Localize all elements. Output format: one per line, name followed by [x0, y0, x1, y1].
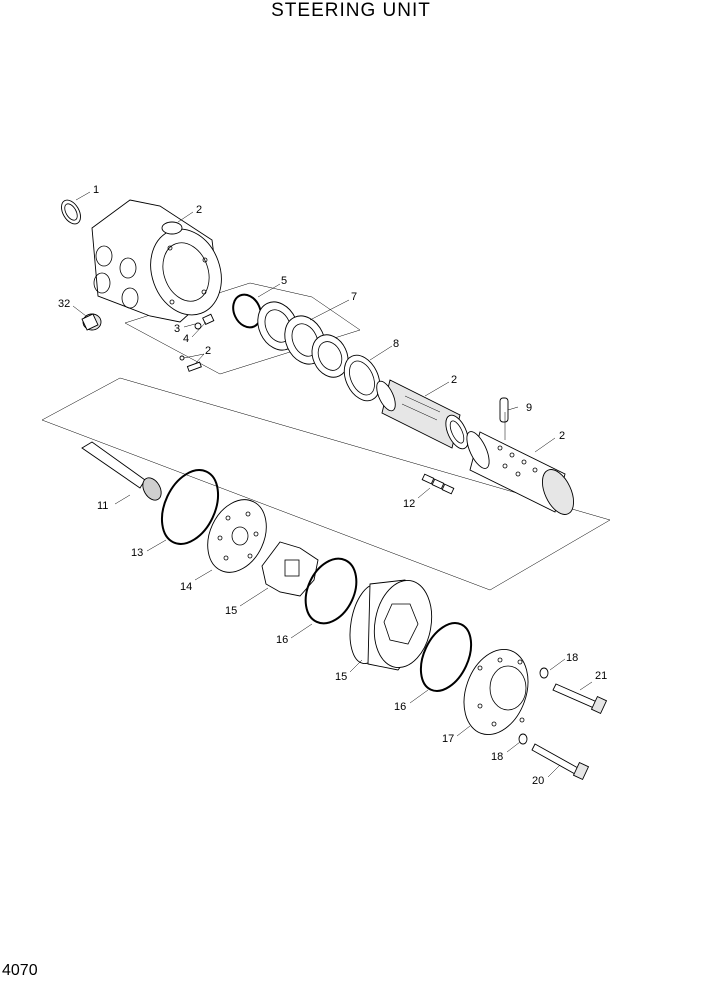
page-title: STEERING UNIT	[271, 0, 431, 21]
subassembly-frame-lower	[41, 377, 611, 591]
part-20-bolt	[531, 743, 590, 781]
part-32-plug	[81, 313, 102, 331]
callout-21: 21	[595, 670, 607, 682]
part-13-o-ring	[160, 469, 220, 545]
part-12-springs	[421, 473, 455, 495]
callout-5: 5	[281, 275, 287, 287]
callout-1: 1	[93, 184, 99, 196]
callout-14: 14	[180, 581, 192, 593]
part-18-washer-b	[518, 733, 528, 745]
part-2-pins	[179, 355, 202, 372]
callout-7: 7	[351, 291, 357, 303]
callout-16-a: 16	[276, 634, 288, 646]
page-number: 4070	[2, 962, 38, 979]
callout-2-housing: 2	[196, 204, 202, 216]
part-14-plate	[207, 499, 267, 573]
part-4-seat	[202, 313, 215, 326]
part-2-sleeve	[466, 431, 574, 515]
callout-15-rotor: 15	[225, 605, 237, 617]
part-3-ball	[194, 322, 202, 330]
callout-32: 32	[58, 298, 70, 310]
callout-11: 11	[97, 500, 108, 512]
callout-18-a: 18	[566, 652, 578, 664]
part-7-bearing	[257, 301, 349, 378]
callout-2-pins: 2	[205, 345, 211, 357]
part-2-spool	[376, 379, 469, 450]
callout-12: 12	[403, 498, 415, 510]
callout-3: 3	[174, 323, 180, 335]
part-5-o-ring	[232, 293, 262, 329]
part-1-seal	[61, 199, 81, 225]
callout-2-spool: 2	[451, 374, 457, 386]
part-15-rotor	[261, 541, 319, 597]
callout-2-sleeve: 2	[559, 430, 565, 442]
subassembly-frame-upper	[124, 282, 361, 375]
part-16-o-ring-a	[304, 557, 358, 625]
callout-9: 9	[526, 402, 532, 414]
callout-18-b: 18	[491, 751, 503, 763]
part-16-o-ring-b	[419, 622, 473, 692]
callout-15-stator: 15	[335, 671, 347, 683]
part-11-drive-shaft	[81, 441, 162, 501]
part-18-washer-a	[539, 667, 549, 679]
callout-20: 20	[532, 775, 544, 787]
callout-16-b: 16	[394, 701, 406, 713]
callout-4: 4	[183, 333, 189, 345]
part-8-ring	[343, 354, 381, 402]
part-17-end-cap	[463, 648, 529, 736]
callout-17: 17	[442, 733, 454, 745]
callout-8: 8	[393, 338, 399, 350]
callout-13: 13	[131, 547, 143, 559]
part-21-bolt	[552, 683, 608, 715]
part-15-stator	[349, 579, 433, 671]
leader-lines	[72, 191, 593, 778]
part-9-pin	[499, 397, 509, 423]
part-2-housing	[91, 199, 222, 323]
